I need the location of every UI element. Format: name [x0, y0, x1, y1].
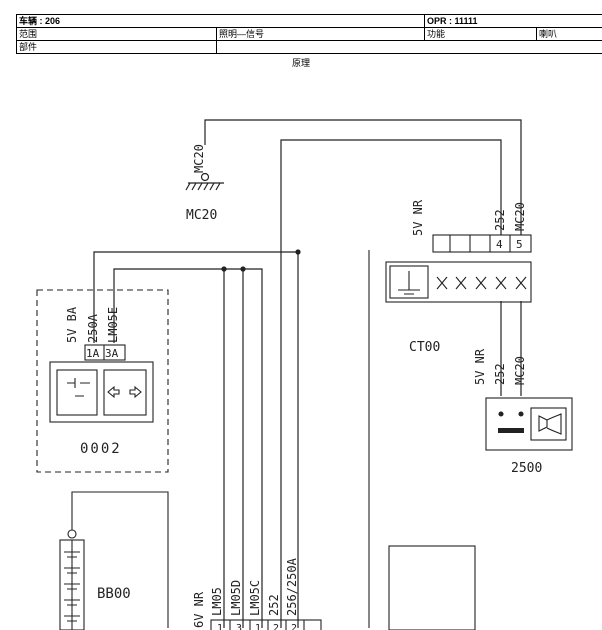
bottom-right-box — [388, 545, 476, 630]
switch-label: 0002 — [80, 441, 122, 457]
ct00-wire-252: 252 — [493, 209, 507, 231]
ct00-label: CT00 — [409, 340, 440, 355]
horn-2500-body — [485, 397, 573, 451]
battery-label: BB00 — [97, 586, 131, 602]
switch-0002-pins — [84, 344, 126, 361]
ct00-crosses — [436, 276, 527, 290]
bottom-pin: 2 — [273, 623, 279, 630]
switch-0002-dashed-frame — [36, 289, 169, 473]
bottom-pin: 1 — [217, 623, 223, 630]
switch-contact-icon — [67, 378, 90, 397]
horn-label: 2500 — [511, 461, 542, 476]
switch-wire-250A: 250A — [86, 313, 100, 343]
switch-connector-label: 5V BA — [65, 306, 79, 343]
bottom-connector-label: 6V NR — [192, 591, 206, 628]
switch-arrows-icon — [107, 385, 142, 399]
horn-icon — [538, 413, 562, 435]
ct00-connector-label: 5V NR — [411, 199, 425, 236]
junction-dot — [240, 266, 246, 272]
ct00-pin-row — [432, 234, 532, 253]
bottom-wire-LM05D: LM05D — [229, 580, 243, 616]
header-table: 车辆 : 206 OPR : 11111 范围 照明—信号 功能 喇叭 部件 — [15, 14, 602, 54]
bottom-connector-pins — [210, 619, 322, 630]
horn-wire-mc20: MC20 — [513, 356, 527, 385]
wire-252 — [280, 139, 502, 628]
horn-wire-252: 252 — [493, 363, 507, 385]
switch-pin-3A: 3A — [105, 347, 119, 360]
horn-terminal-bar — [498, 428, 524, 433]
wire-LM05E — [113, 268, 263, 628]
bottom-pin: 3 — [236, 623, 242, 630]
section-title: 原理 — [291, 58, 310, 68]
ct00-ground-glyph — [398, 271, 420, 295]
junction-dot — [221, 266, 227, 272]
ct00-body — [385, 261, 532, 303]
bottom-wire-LM05C: LM05C — [248, 580, 262, 616]
horn-connector-label: 5V NR — [473, 348, 487, 385]
ct00-pin-5: 5 — [516, 238, 523, 251]
ct00-wire-mc20: MC20 — [513, 202, 527, 231]
bottom-pin: 1 — [255, 623, 261, 630]
switch-0002-body — [49, 361, 154, 423]
ground-wire-label: MC20 — [192, 144, 206, 173]
part-label: 部件 — [16, 40, 217, 54]
ground-symbol — [185, 172, 224, 191]
bottom-wire-LM05: LM05 — [210, 587, 224, 616]
bottom-pin: 2 — [291, 623, 297, 630]
junction-dot — [295, 249, 301, 255]
wire-mc20-ground — [204, 119, 522, 235]
bottom-wire-252: 252 — [267, 594, 281, 616]
bottom-wire-256-250A: 256/250A — [285, 557, 299, 616]
switch-pin-1A: 1A — [86, 347, 100, 360]
ct00-pin-4: 4 — [496, 238, 503, 251]
switch-wire-LM05E: LM05E — [106, 307, 120, 343]
wire-250A — [93, 251, 299, 628]
ground-label: MC20 — [186, 208, 217, 223]
ct00-symbol-box — [389, 265, 429, 299]
battery-wire — [71, 491, 169, 628]
